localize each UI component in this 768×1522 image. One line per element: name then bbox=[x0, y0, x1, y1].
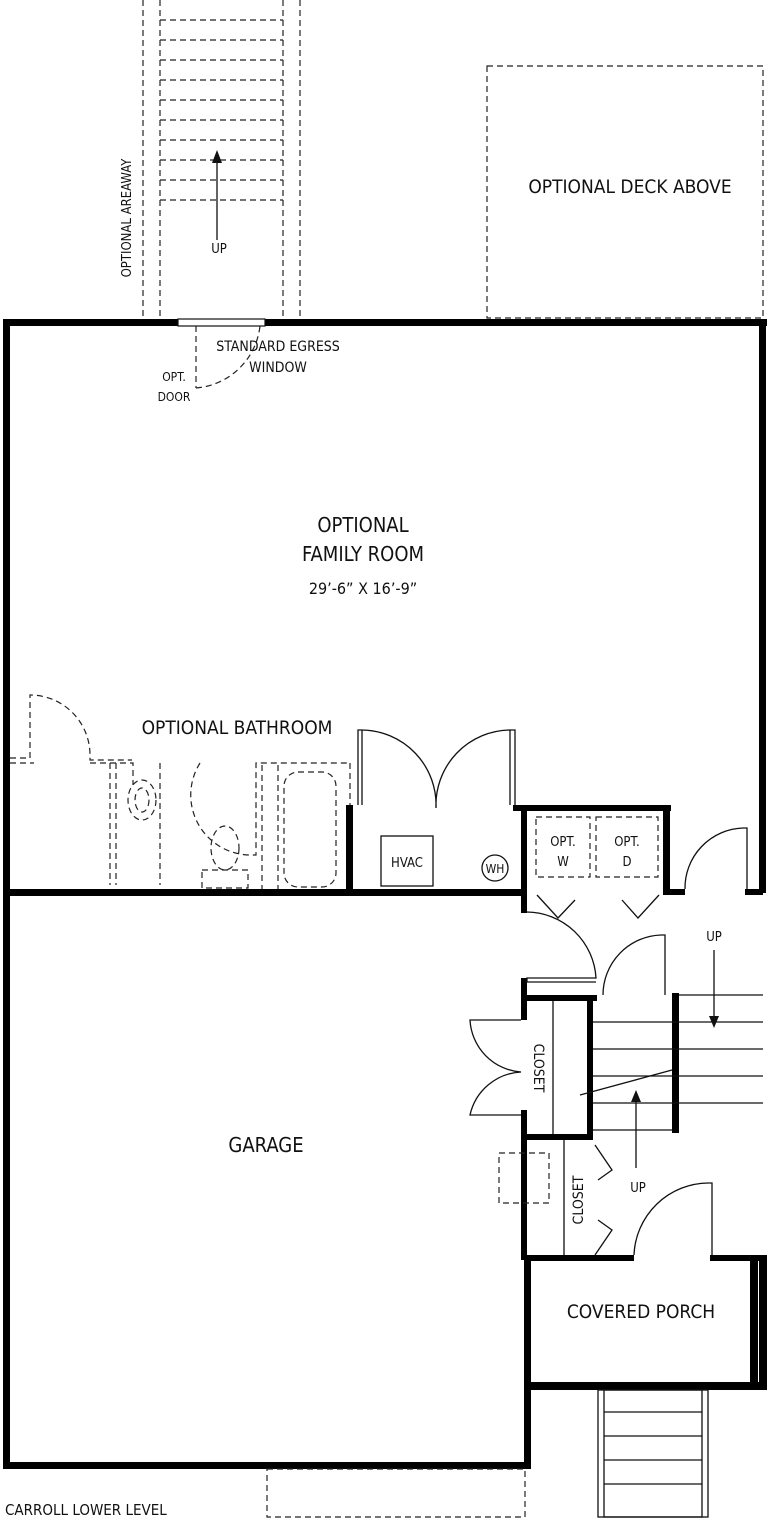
washer-label-1: OPT. bbox=[550, 835, 576, 850]
egress-label-2: WINDOW bbox=[249, 360, 307, 376]
opt-door-label-1: OPT. bbox=[162, 370, 186, 384]
washer-label-2: W bbox=[557, 855, 569, 870]
areaway-label: OPTIONAL AREAWAY bbox=[120, 158, 135, 278]
interior-walls bbox=[3, 805, 763, 1260]
egress-label-1: STANDARD EGRESS bbox=[216, 339, 340, 355]
family-room-label-2: FAMILY ROOM bbox=[302, 542, 424, 566]
garage-apron-outline bbox=[266, 1468, 526, 1518]
front-steps bbox=[597, 1389, 709, 1518]
optional-bathroom-fixtures bbox=[10, 694, 351, 890]
porch-label: COVERED PORCH bbox=[567, 1301, 715, 1323]
egress-window bbox=[177, 318, 266, 327]
interior-stairs bbox=[579, 950, 763, 1168]
dryer-label-1: OPT. bbox=[614, 835, 640, 850]
optional-dryer bbox=[595, 816, 659, 878]
deck-label: OPTIONAL DECK ABOVE bbox=[528, 176, 731, 198]
plan-title: CARROLL LOWER LEVEL bbox=[5, 1501, 167, 1519]
bathroom-label: OPTIONAL BATHROOM bbox=[142, 717, 333, 739]
optional-deck-outline bbox=[486, 65, 764, 319]
family-room-label-1: OPTIONAL bbox=[317, 513, 408, 537]
garage-label: GARAGE bbox=[228, 1133, 303, 1157]
hvac-label: HVAC bbox=[391, 856, 423, 871]
optional-areaway bbox=[142, 0, 301, 318]
opt-door-label-2: DOOR bbox=[158, 390, 191, 404]
stairs-up-label-bottom: UP bbox=[630, 1181, 646, 1196]
water-heater-label: WH bbox=[486, 862, 505, 876]
stairs-up-label-top: UP bbox=[706, 930, 722, 945]
closet-lower-label: CLOSET bbox=[571, 1175, 587, 1224]
dryer-label-2: D bbox=[622, 855, 631, 870]
closet-upper-label: CLOSET bbox=[530, 1044, 546, 1093]
areaway-up-label: UP bbox=[211, 242, 227, 257]
water-heater bbox=[481, 854, 509, 882]
family-room-dimensions: 29’-6” X 16’-9” bbox=[309, 579, 417, 598]
optional-washer bbox=[535, 816, 591, 878]
hvac-unit bbox=[380, 835, 434, 887]
